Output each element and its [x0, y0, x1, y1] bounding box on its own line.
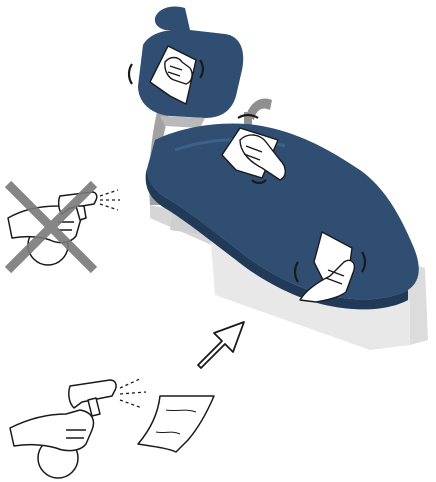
headrest-pad: [155, 6, 190, 30]
spray-on-cloth-icon: [10, 378, 214, 478]
arrow-up-right-icon: [198, 322, 244, 368]
prohibited-spray-icon: [8, 184, 120, 270]
seat-upholstery: [148, 124, 419, 300]
spray-mist-icon: [120, 378, 146, 408]
cloth-icon: [138, 396, 214, 452]
spray-mist-icon: [100, 190, 120, 210]
headrest-underside: [160, 116, 205, 128]
motion-mark: [129, 64, 132, 84]
